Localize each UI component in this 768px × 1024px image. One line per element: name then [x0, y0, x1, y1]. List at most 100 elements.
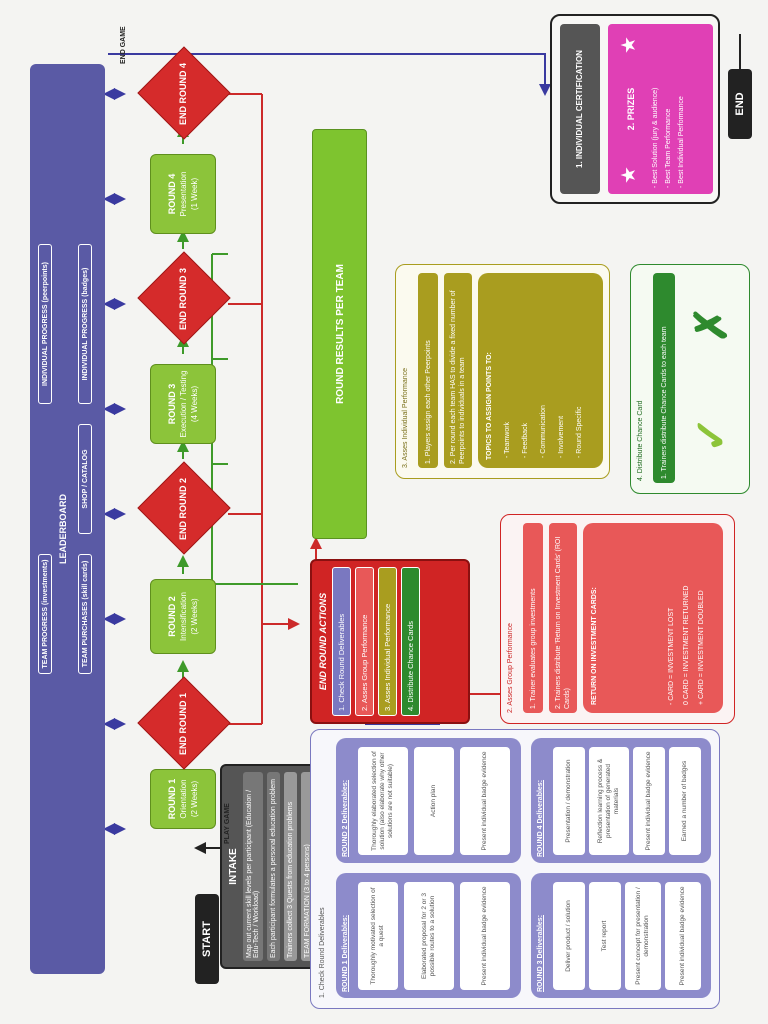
round-3-dur: (4 Weeks) — [189, 385, 199, 423]
round-4-dur: (1 Week) — [189, 177, 199, 211]
round-4-title: ROUND 4 — [166, 173, 177, 215]
play-game-label: PLAY GAME — [224, 803, 231, 844]
roi-cards: RETURN ON INVESTMENT CARDS: - CARD = INV… — [583, 523, 723, 713]
individual-badges: INDIVIDUAL PROGRESS (badges) — [78, 244, 92, 404]
leaderboard-panel: LEADERBOARD TEAM PROGRESS (investments) … — [30, 64, 105, 974]
round-results-bar: ROUND RESULTS PER TEAM — [312, 129, 367, 539]
action-chance-cards: 4. Distribute Chance Cards — [401, 567, 420, 716]
round1-deliverables: ROUND 1 Deliverables: Thoroughly motivat… — [336, 873, 521, 998]
certification-bar: 1. INDIVIDUAL CERTIFICATION — [560, 24, 600, 194]
group-perf-item-1: 1. Trainer evaluates group investments — [523, 523, 543, 713]
r4-item-1: Presentation / demonstration — [553, 747, 585, 855]
team-purchases: TEAM PURCHASES (skill cards) — [78, 554, 92, 674]
r1-item-1: Thoroughly motivated selection of a ques… — [358, 882, 398, 990]
topic-communication: - Communication — [540, 405, 547, 458]
end-round-4-label: END ROUND 4 — [178, 63, 188, 126]
roi-title: RETURN ON INVESTMENT CARDS: — [591, 587, 598, 705]
intake-title: INTAKE — [228, 848, 239, 885]
indiv-perf-item-1: 1. Players assign each other Peerpoints — [418, 273, 438, 468]
end-round-1-label: END ROUND 1 — [178, 693, 188, 756]
intake-item-3: Trainers collect 3 Quests from education… — [284, 772, 297, 961]
group-performance-panel: 2. Asses Group Performance 1. Trainer ev… — [500, 514, 735, 724]
chance-item: 1. Trainers distribute Chance Cards to e… — [653, 273, 675, 483]
chance-title: 4. Distribute Chance Card — [637, 400, 644, 481]
round-3-box: ROUND 3 Execution / Testing (4 Weeks) — [150, 364, 216, 444]
round3-deliverables-title: ROUND 3 Deliverables: — [537, 914, 544, 992]
r2-item-2: Action plan — [414, 747, 454, 855]
r2-item-3: Present individual badge evidence — [460, 747, 510, 855]
r1-item-3: Present individual badge evidence — [460, 882, 510, 990]
r3-item-4: Present individual badge evidence — [665, 882, 701, 990]
round-2-dur: (2 Weeks) — [189, 598, 199, 635]
indiv-perf-item-2: 2. Per round each team HAS to divide a f… — [444, 273, 472, 468]
topic-round-specific: - Round Specific — [576, 406, 583, 458]
end-round-1: END ROUND 1 — [137, 676, 231, 770]
star-icon-1: ★ — [618, 166, 640, 184]
leaderboard-title: LEADERBOARD — [58, 493, 68, 564]
end-round-actions-title: END ROUND ACTIONS — [318, 592, 328, 691]
round-1-dur: (2 Weeks) — [189, 780, 199, 818]
team-progress: TEAM PROGRESS (investments) — [38, 554, 52, 674]
round2-deliverables: ROUND 2 Deliverables: Thoroughly elabora… — [336, 738, 521, 863]
end-game-label: END GAME — [120, 26, 127, 64]
r4-item-3: Present individual badge evidence — [633, 747, 665, 855]
topics-box: TOPICS TO ASSIGN POINTS TO: - Teamwork -… — [478, 273, 603, 468]
end-round-3-label: END ROUND 3 — [178, 268, 188, 331]
group-performance-title: 2. Asses Group Performance — [507, 623, 514, 713]
round4-deliverables: ROUND 4 Deliverables: Presentation / dem… — [531, 738, 711, 863]
roi-doubled: + CARD = INVESTMENT DOUBLED — [698, 590, 705, 705]
round3-deliverables: ROUND 3 Deliverables: Deliver product / … — [531, 873, 711, 998]
round2-deliverables-title: ROUND 2 Deliverables: — [342, 779, 349, 857]
chance-card-panel: 4. Distribute Chance Card 1. Trainers di… — [630, 264, 750, 494]
deliverables-title: 1. Check Round Deliverables — [319, 907, 326, 998]
topic-teamwork: - Teamwork — [504, 421, 511, 458]
r3-item-1: Deliver product / solution — [553, 882, 585, 990]
end-round-2: END ROUND 2 — [137, 461, 231, 555]
individual-peerpoints: INDIVIDUAL PROGRESS (peerpoints) — [38, 244, 52, 404]
end-round-3: END ROUND 3 — [137, 251, 231, 345]
r4-item-4: Earned a number of badges — [669, 747, 701, 855]
round-3-sub: Execution / Testing — [178, 370, 188, 438]
round-1-box: ROUND 1 Orientation (2 Weeks) — [150, 769, 216, 829]
star-icon-2: ★ — [618, 36, 640, 54]
roi-returned: 0 CARD = INVESTMENT RETURNED — [683, 585, 690, 705]
round-4-sub: Presentation — [178, 171, 188, 217]
individual-performance-panel: 3. Asses Individual Performance 1. Playe… — [395, 264, 610, 479]
end-round-4: END ROUND 4 — [137, 46, 231, 140]
prize-2: - Best Team Performance — [665, 108, 672, 188]
intake-item-1: Map out current skill levels per partici… — [243, 772, 263, 961]
start-marker: START — [195, 894, 219, 984]
action-check-deliverables: 1. Check Round Deliverables — [332, 567, 351, 716]
round-4-box: ROUND 4 Presentation (1 Week) — [150, 154, 216, 234]
round-1-title: ROUND 1 — [166, 778, 177, 820]
end-round-2-label: END ROUND 2 — [178, 478, 188, 541]
topic-involvement: - Involvement — [558, 415, 565, 458]
round-2-box: ROUND 2 Intensification (2 Weeks) — [150, 579, 216, 654]
round-3-title: ROUND 3 — [166, 383, 177, 425]
check-icon: ✓ — [687, 416, 736, 453]
action-individual-performance: 3. Asses Individual Performance — [378, 567, 397, 716]
shop-catalog: SHOP / CATALOG — [78, 424, 92, 534]
final-panel: 1. INDIVIDUAL CERTIFICATION ★ ★ 2. PRIZE… — [550, 14, 720, 204]
topics-title: TOPICS TO ASSIGN POINTS TO: — [486, 352, 493, 460]
r3-item-2: Test report — [589, 882, 621, 990]
indiv-perf-title: 3. Asses Individual Performance — [402, 368, 409, 468]
r1-item-2: Elaborated proposal for 2 or 3 possible … — [404, 882, 454, 990]
round-2-title: ROUND 2 — [166, 596, 177, 637]
action-group-performance: 2. Asses Group Performance — [355, 567, 374, 716]
round-2-sub: Intensification — [178, 592, 188, 641]
end-marker: END — [728, 69, 752, 139]
group-perf-item-2: 2. Trainers distribute 'Return on Invest… — [549, 523, 577, 713]
cross-icon: ✗ — [687, 306, 736, 343]
round-1-sub: Orientation — [178, 779, 188, 819]
round1-deliverables-title: ROUND 1 Deliverables: — [342, 914, 349, 992]
prizes-box: ★ ★ 2. PRIZES - Best Solution (jury & au… — [608, 24, 713, 194]
end-round-actions: END ROUND ACTIONS 1. Check Round Deliver… — [310, 559, 470, 724]
prize-3: - Best Individual Performance — [678, 96, 685, 188]
deliverables-panel: 1. Check Round Deliverables ROUND 1 Deli… — [310, 729, 720, 1009]
roi-lost: - CARD = INVESTMENT LOST — [668, 607, 675, 705]
prize-1: - Best Solution (jury & audience) — [652, 87, 659, 188]
r4-item-2: Reflection learning process & presentati… — [589, 747, 629, 855]
round4-deliverables-title: ROUND 4 Deliverables: — [537, 779, 544, 857]
